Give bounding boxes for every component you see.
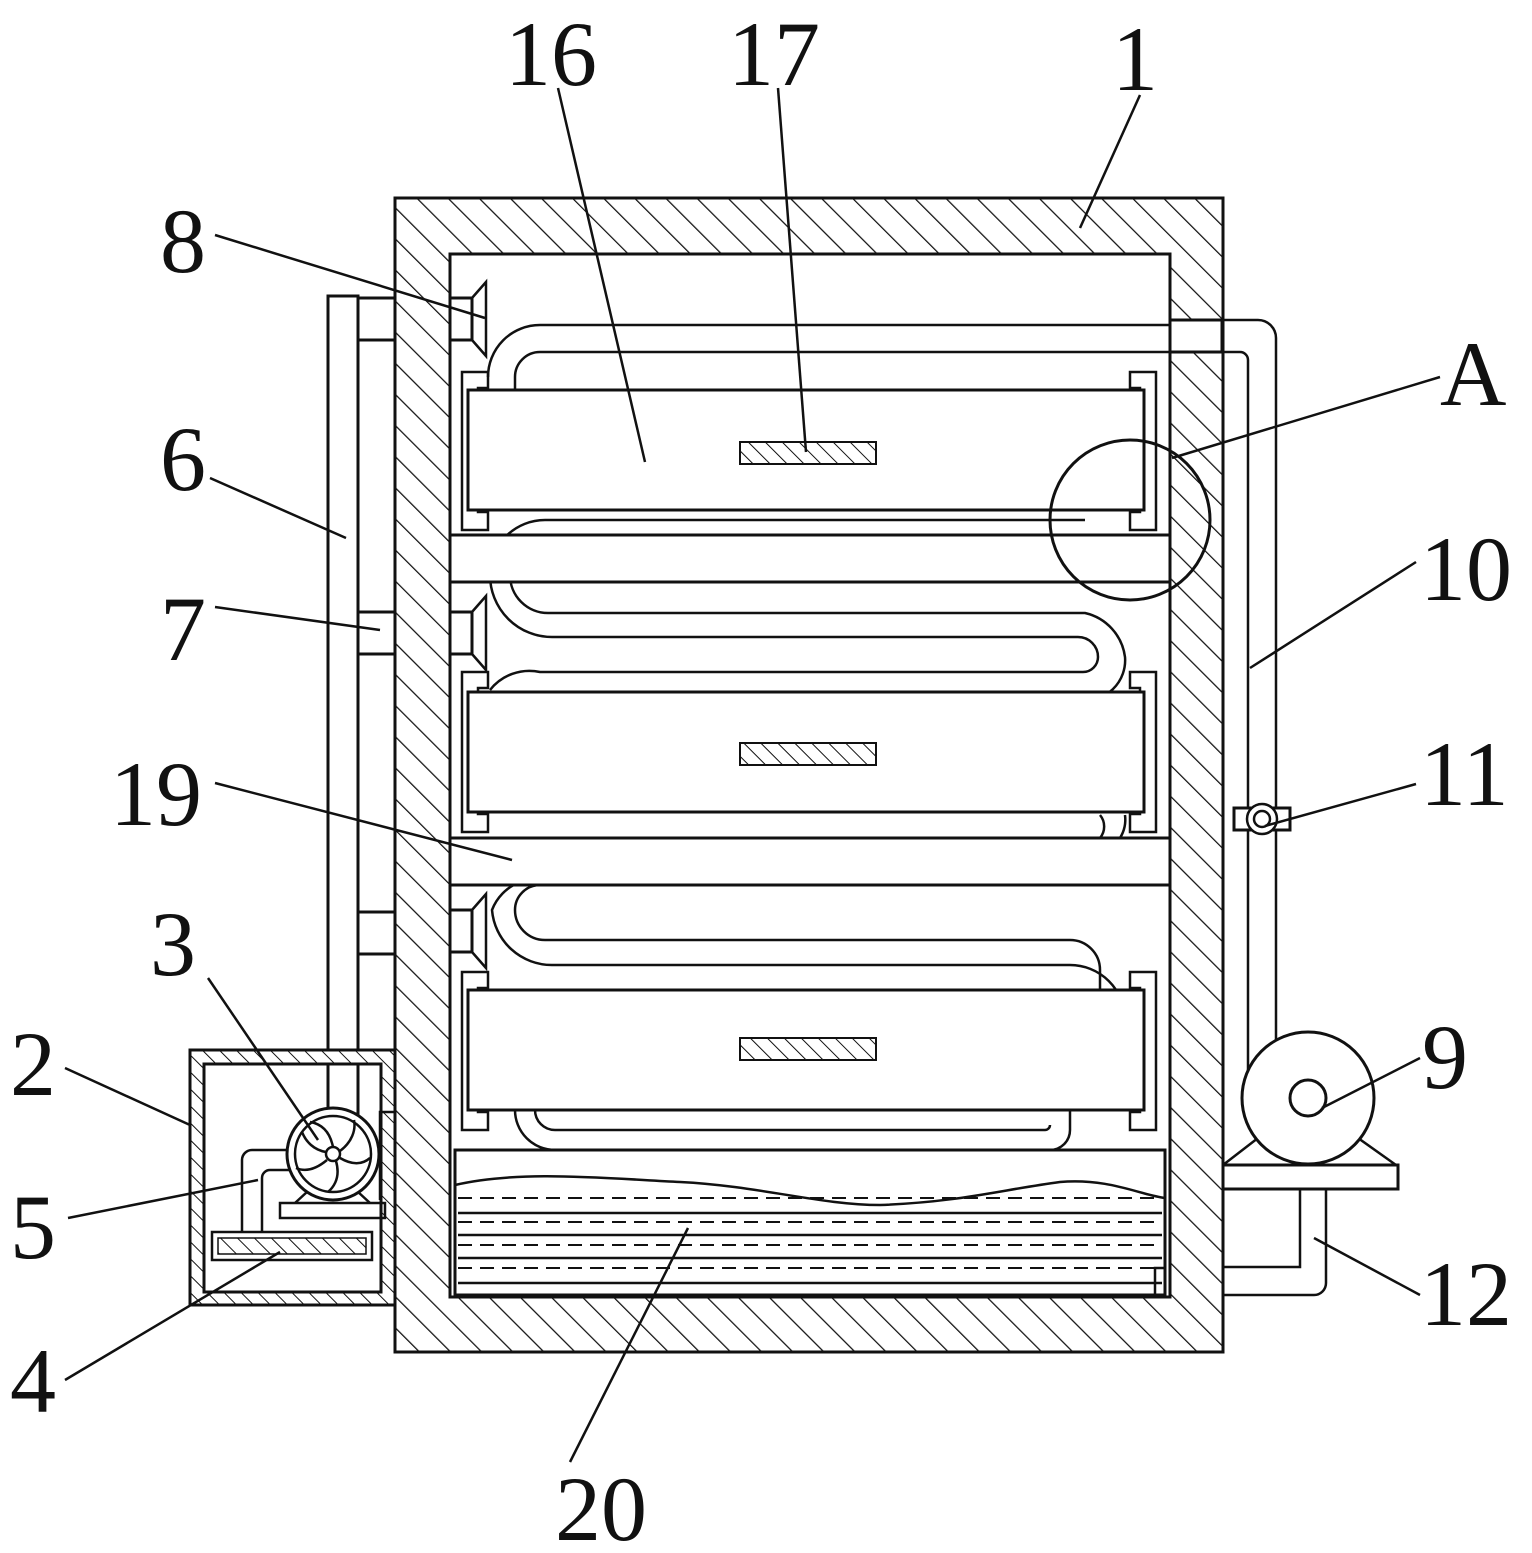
tray-vent-top — [740, 442, 876, 464]
label-17: 17 — [728, 3, 820, 105]
label-8: 8 — [160, 190, 206, 292]
label-12: 12 — [1420, 1243, 1512, 1345]
fan-box — [190, 1050, 395, 1305]
label-2: 2 — [10, 1013, 56, 1115]
label-19: 19 — [110, 743, 202, 845]
label-4: 4 — [10, 1330, 56, 1432]
shelf-bar-middle — [450, 838, 1170, 885]
label-11: 11 — [1420, 723, 1509, 825]
label-a: A — [1440, 323, 1506, 425]
label-16: 16 — [505, 3, 597, 105]
nozzle-bottom — [450, 894, 486, 968]
label-5: 5 — [10, 1176, 56, 1278]
valve — [1234, 804, 1290, 834]
shelf-bar-upper — [450, 535, 1170, 582]
label-10: 10 — [1420, 518, 1512, 620]
tray-vent-bottom — [740, 1038, 876, 1060]
label-3: 3 — [150, 893, 196, 995]
nozzle-top — [450, 282, 486, 356]
label-6: 6 — [160, 408, 206, 510]
label-1: 1 — [1112, 8, 1158, 110]
nozzle-middle — [450, 596, 486, 670]
tray-middle — [462, 672, 1156, 832]
label-7: 7 — [160, 578, 206, 680]
label-20: 20 — [555, 1458, 647, 1553]
water-tank — [455, 1150, 1165, 1295]
air-duct — [328, 296, 395, 1114]
tray-vent-middle — [740, 743, 876, 765]
drain-pipe — [1223, 1189, 1326, 1295]
label-9: 9 — [1422, 1006, 1468, 1108]
tray-bottom — [462, 972, 1156, 1130]
